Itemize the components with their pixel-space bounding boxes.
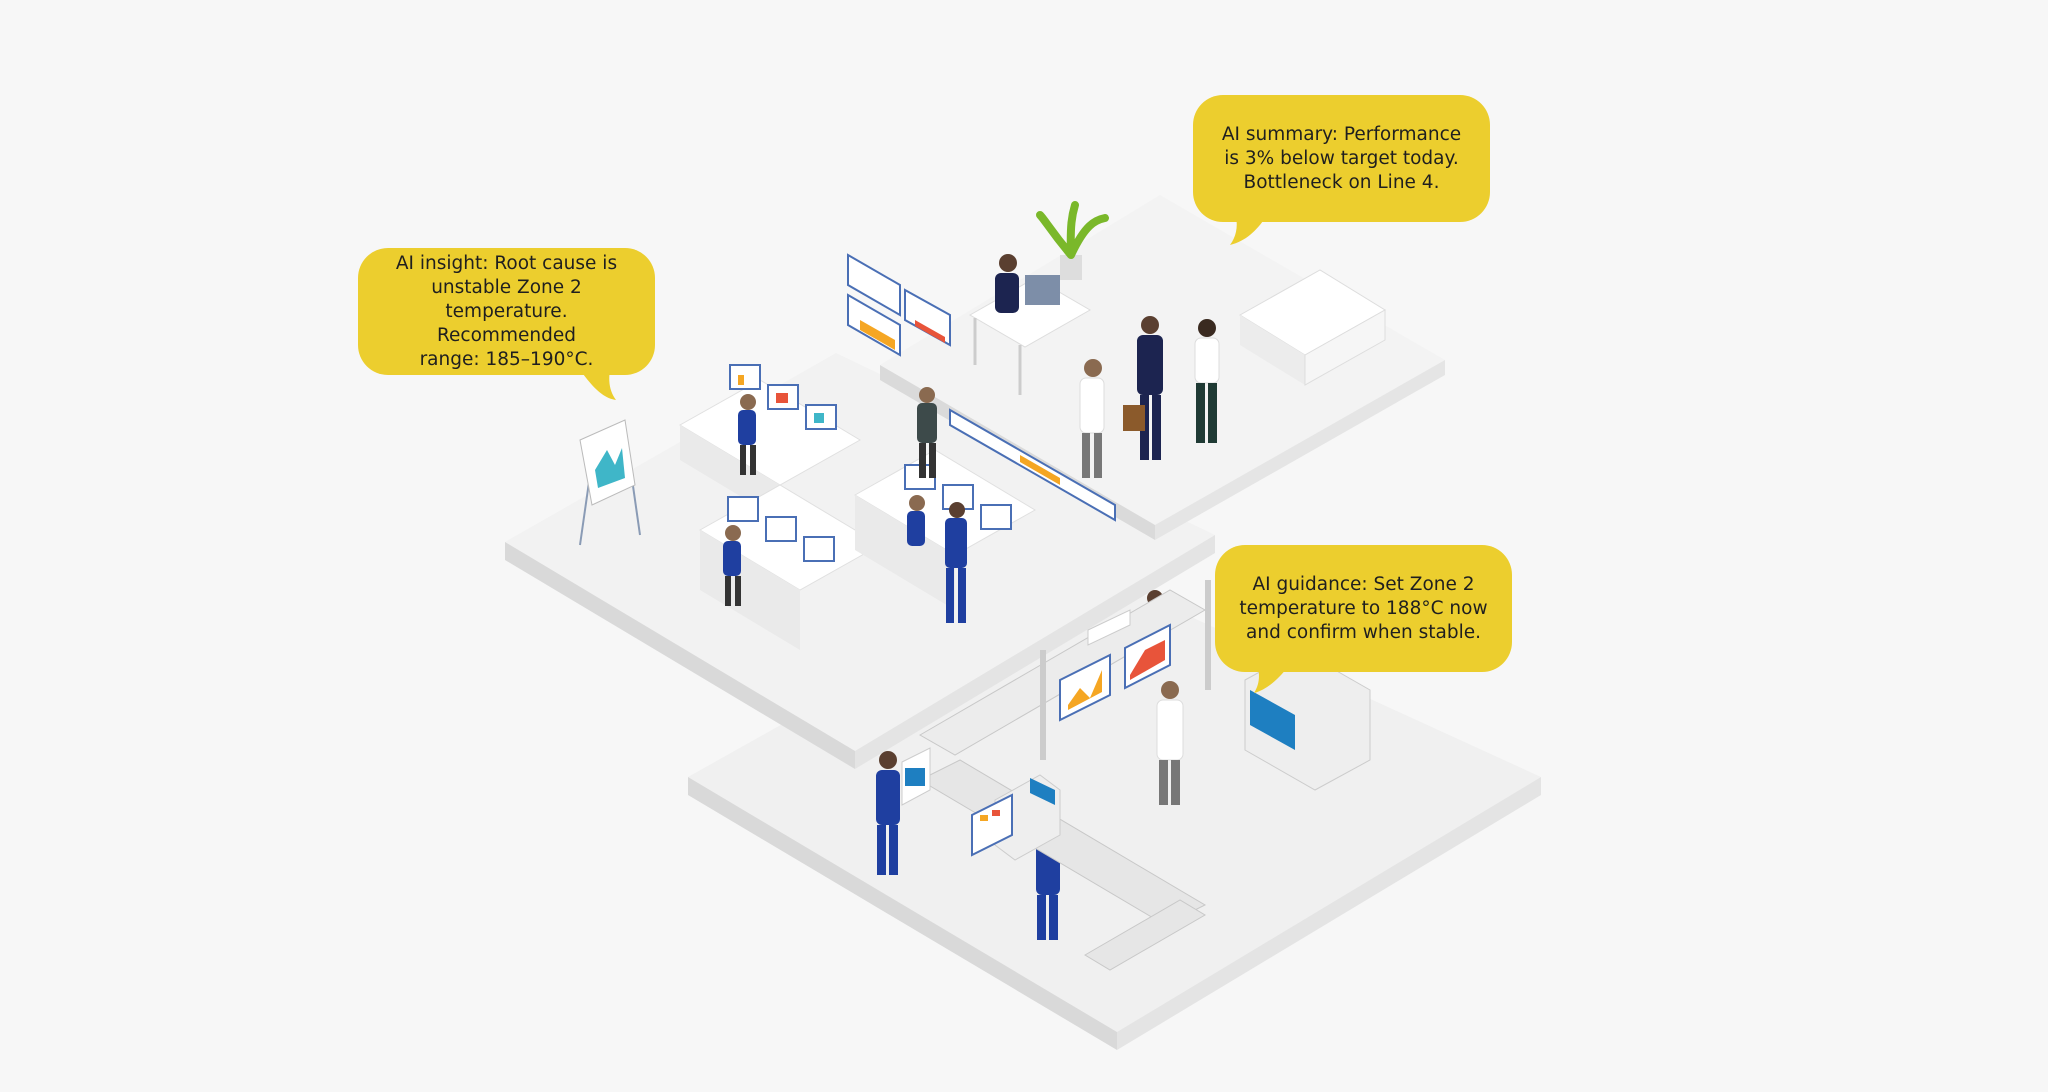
office-desk [968, 275, 1092, 395]
machine-units [901, 649, 1371, 861]
scientist-person [1079, 359, 1105, 478]
ai-guidance-line: AI guidance: Set Zone 2 [1252, 573, 1475, 595]
operator-person [738, 394, 756, 475]
ai-guidance-line: temperature to 188°C now [1239, 597, 1488, 619]
ai-summary-line: Bottleneck on Line 4. [1243, 171, 1440, 193]
flipchart-easel [579, 419, 641, 546]
production-screens [971, 609, 1171, 857]
ai-summary-bubble: AI summary: Performance is 3% below targ… [1193, 95, 1490, 222]
ai-guidance-bubble-tail [1254, 667, 1288, 693]
ai-guidance-bubble: AI guidance: Set Zone 2 temperature to 1… [1215, 545, 1512, 672]
businesswoman-person [1194, 319, 1220, 443]
ai-summary-line: AI summary: Performance [1221, 123, 1462, 145]
ai-insight-bubble-tail [580, 370, 616, 400]
manager-person [995, 254, 1019, 313]
conveyor-line [918, 580, 1211, 971]
worker-person [876, 751, 900, 875]
sofa [1239, 269, 1386, 386]
scientist-person [1156, 681, 1184, 805]
ai-summary-bubble-tail [1230, 217, 1266, 245]
dashboard-wall [847, 253, 1116, 522]
ai-insight-line: Recommended [437, 324, 576, 346]
operator-person [723, 525, 741, 606]
ai-insight-line: unstable Zone 2 temperature. [431, 276, 582, 322]
businessman-person [1123, 316, 1163, 460]
ai-summary-line: is 3% below target today. [1224, 147, 1459, 169]
engineer-person [917, 387, 937, 478]
operator-person [907, 495, 925, 546]
ai-insight-bubble: AI insight: Root cause is unstable Zone … [358, 248, 655, 375]
potted-plant [1036, 201, 1109, 280]
ai-guidance-line: and confirm when stable. [1246, 621, 1481, 643]
worker-person [945, 502, 967, 623]
ai-insight-line: range: 185–190°C. [419, 348, 594, 370]
ai-insight-line: AI insight: Root cause is [395, 252, 618, 274]
